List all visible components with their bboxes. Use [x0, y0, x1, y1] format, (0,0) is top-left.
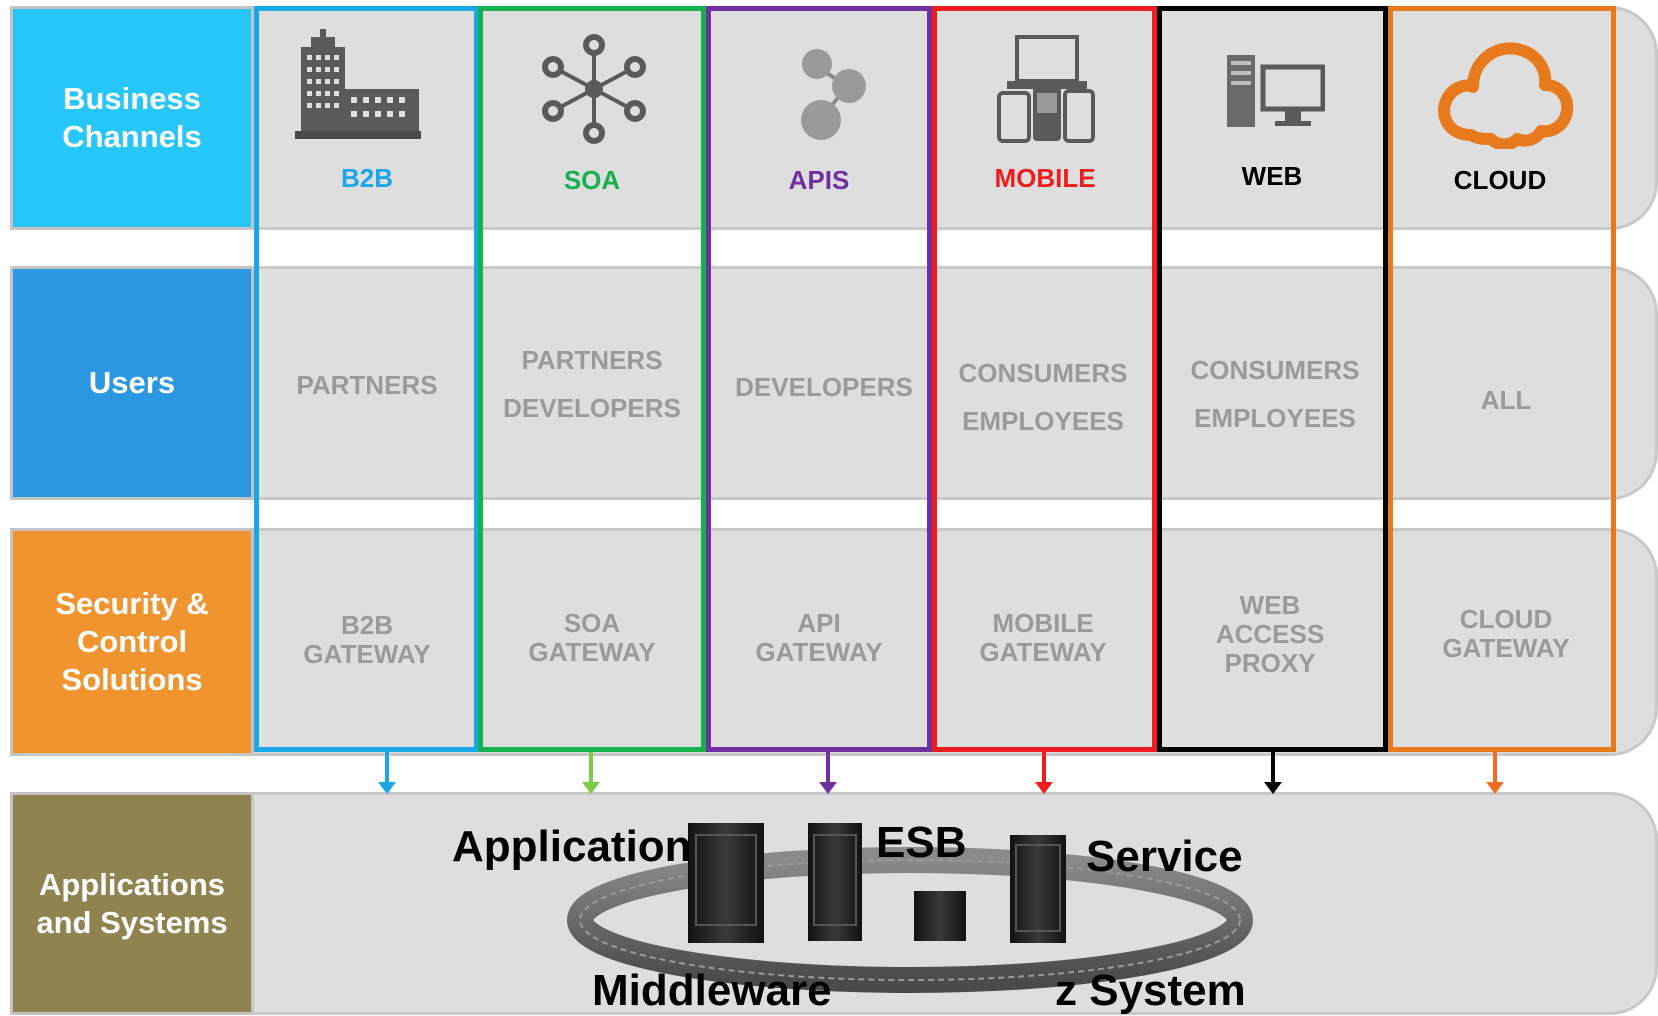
gateway-apis: API GATEWAY — [755, 608, 883, 667]
service-network-icon — [542, 34, 646, 144]
server-rack-service — [1010, 835, 1066, 943]
gateway-soa: SOA GATEWAY — [528, 608, 656, 667]
channel-label-cloud: CLOUD — [1453, 165, 1547, 195]
users-apis: DEVELOPERS — [735, 372, 913, 402]
users-soa: PARTNERS DEVELOPERS — [503, 345, 681, 423]
column-mobile: MOBILE CONSUMERS EMPLOYEES MOBILE GATEWA… — [932, 6, 1157, 752]
api-nodes-icon — [801, 49, 866, 140]
desktop-computer-icon — [1227, 55, 1325, 127]
gateway-mobile: MOBILE GATEWAY — [979, 608, 1107, 667]
users-b2b: PARTNERS — [296, 370, 438, 400]
arrow-b2b — [378, 752, 396, 794]
channel-label-mobile: MOBILE — [994, 163, 1096, 193]
label-application: Application — [452, 822, 692, 871]
row-label-applications-systems: Applications and Systems — [10, 792, 254, 1015]
arrow-web — [1264, 752, 1282, 794]
row-label-security-control: Security & Control Solutions — [10, 528, 254, 756]
server-unit-small — [914, 891, 966, 941]
label-esb: ESB — [876, 818, 967, 867]
label-z-system: z System — [1055, 966, 1246, 1015]
channel-label-b2b: B2B — [340, 163, 393, 193]
devices-icon — [997, 35, 1095, 143]
channel-label-soa: SOA — [563, 165, 621, 195]
server-rack-esb — [808, 823, 862, 941]
arrow-apis — [819, 752, 837, 794]
row-label-users: Users — [10, 266, 254, 500]
channel-label-web: WEB — [1241, 161, 1303, 191]
arrow-soa — [582, 752, 600, 794]
channel-label-apis: APIS — [788, 165, 850, 195]
row-label-business-channels: Business Channels — [10, 6, 254, 230]
column-b2b: B2B PARTNERS B2B GATEWAY — [254, 6, 479, 752]
security-band — [254, 528, 1658, 756]
column-cloud: CLOUD ALL CLOUD GATEWAY — [1388, 6, 1616, 752]
users-web: CONSUMERS EMPLOYEES — [1190, 355, 1360, 433]
server-rack-application — [688, 823, 764, 943]
users-mobile: CONSUMERS EMPLOYEES — [958, 358, 1128, 436]
label-service: Service — [1086, 832, 1243, 881]
label-middleware: Middleware — [592, 966, 832, 1015]
arrow-cloud — [1486, 752, 1504, 794]
gateway-b2b: B2B GATEWAY — [303, 610, 431, 669]
users-cloud: ALL — [1480, 385, 1532, 415]
office-building-icon — [295, 29, 421, 139]
users-band — [254, 266, 1658, 500]
gateway-cloud: CLOUD GATEWAY — [1442, 604, 1570, 663]
gateway-web: WEB ACCESS PROXY — [1215, 590, 1325, 678]
cloud-icon — [1438, 42, 1573, 149]
arrow-mobile — [1035, 752, 1053, 794]
column-soa: SOA PARTNERS DEVELOPERS SOA GATEWAY — [478, 6, 706, 752]
column-web: WEB CONSUMERS EMPLOYEES WEB ACCESS PROXY — [1157, 6, 1388, 752]
column-apis: APIS DEVELOPERS API GATEWAY — [706, 6, 932, 752]
middleware-ring — [567, 823, 1253, 993]
